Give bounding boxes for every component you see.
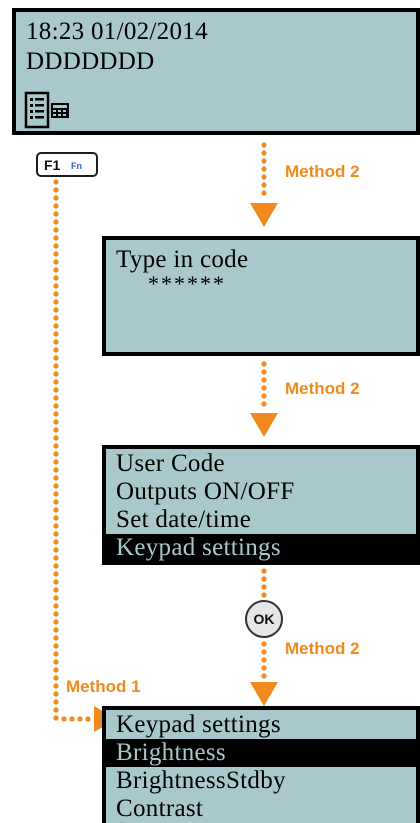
code-mask: ****** xyxy=(148,271,226,296)
method-2-label: Method 2 xyxy=(285,639,360,658)
submenu-item-brightness[interactable]: Brightness xyxy=(106,739,416,767)
code-prompt: Type in code xyxy=(116,246,249,273)
keypad-icon xyxy=(51,103,69,118)
connector-screen1-to-screen2 xyxy=(250,142,278,227)
submenu-item-contrast[interactable]: Contrast xyxy=(116,795,204,822)
arrow-down-icon xyxy=(250,203,278,227)
submenu-item-brightness-standby[interactable]: BrightnessStdby xyxy=(116,767,286,794)
menu-item-user-code[interactable]: User Code xyxy=(116,450,225,477)
arrow-down-icon xyxy=(250,413,278,437)
method-2-label: Method 2 xyxy=(285,162,360,181)
status-icons xyxy=(24,91,69,129)
status-display: DDDDDDD xyxy=(26,48,155,75)
f1-key-label: F1 xyxy=(44,157,61,173)
connector-screen3-to-ok xyxy=(261,568,267,598)
ok-button[interactable]: OK xyxy=(245,600,283,638)
arrow-down-icon xyxy=(250,682,278,706)
lcd-screen-code-entry: Type in code ****** xyxy=(102,236,420,356)
lcd-screen-main-menu: User Code Outputs ON/OFF Set date/time K… xyxy=(102,445,420,565)
connector-screen2-to-screen3 xyxy=(250,361,278,437)
submenu-title-keypad-settings: Keypad settings xyxy=(116,711,281,738)
method-2-label: Method 2 xyxy=(285,379,360,398)
method-1-label: Method 1 xyxy=(66,677,141,696)
lcd-screen-idle: 18:23 01/02/2014 DDDDDDD xyxy=(12,8,420,135)
menu-item-set-date-time[interactable]: Set date/time xyxy=(116,506,252,533)
f1-fn-key[interactable]: F1 Fn xyxy=(36,152,98,177)
lcd-screen-keypad-settings: Keypad settings Brightness BrightnessStd… xyxy=(102,706,420,823)
connector-ok-to-screen4 xyxy=(250,641,278,706)
menu-item-outputs[interactable]: Outputs ON/OFF xyxy=(116,478,295,505)
menu-item-keypad-settings[interactable]: Keypad settings xyxy=(106,534,416,561)
fn-key-label: Fn xyxy=(71,161,82,171)
clock-date-display: 18:23 01/02/2014 xyxy=(26,18,208,45)
list-document-icon xyxy=(24,91,50,129)
